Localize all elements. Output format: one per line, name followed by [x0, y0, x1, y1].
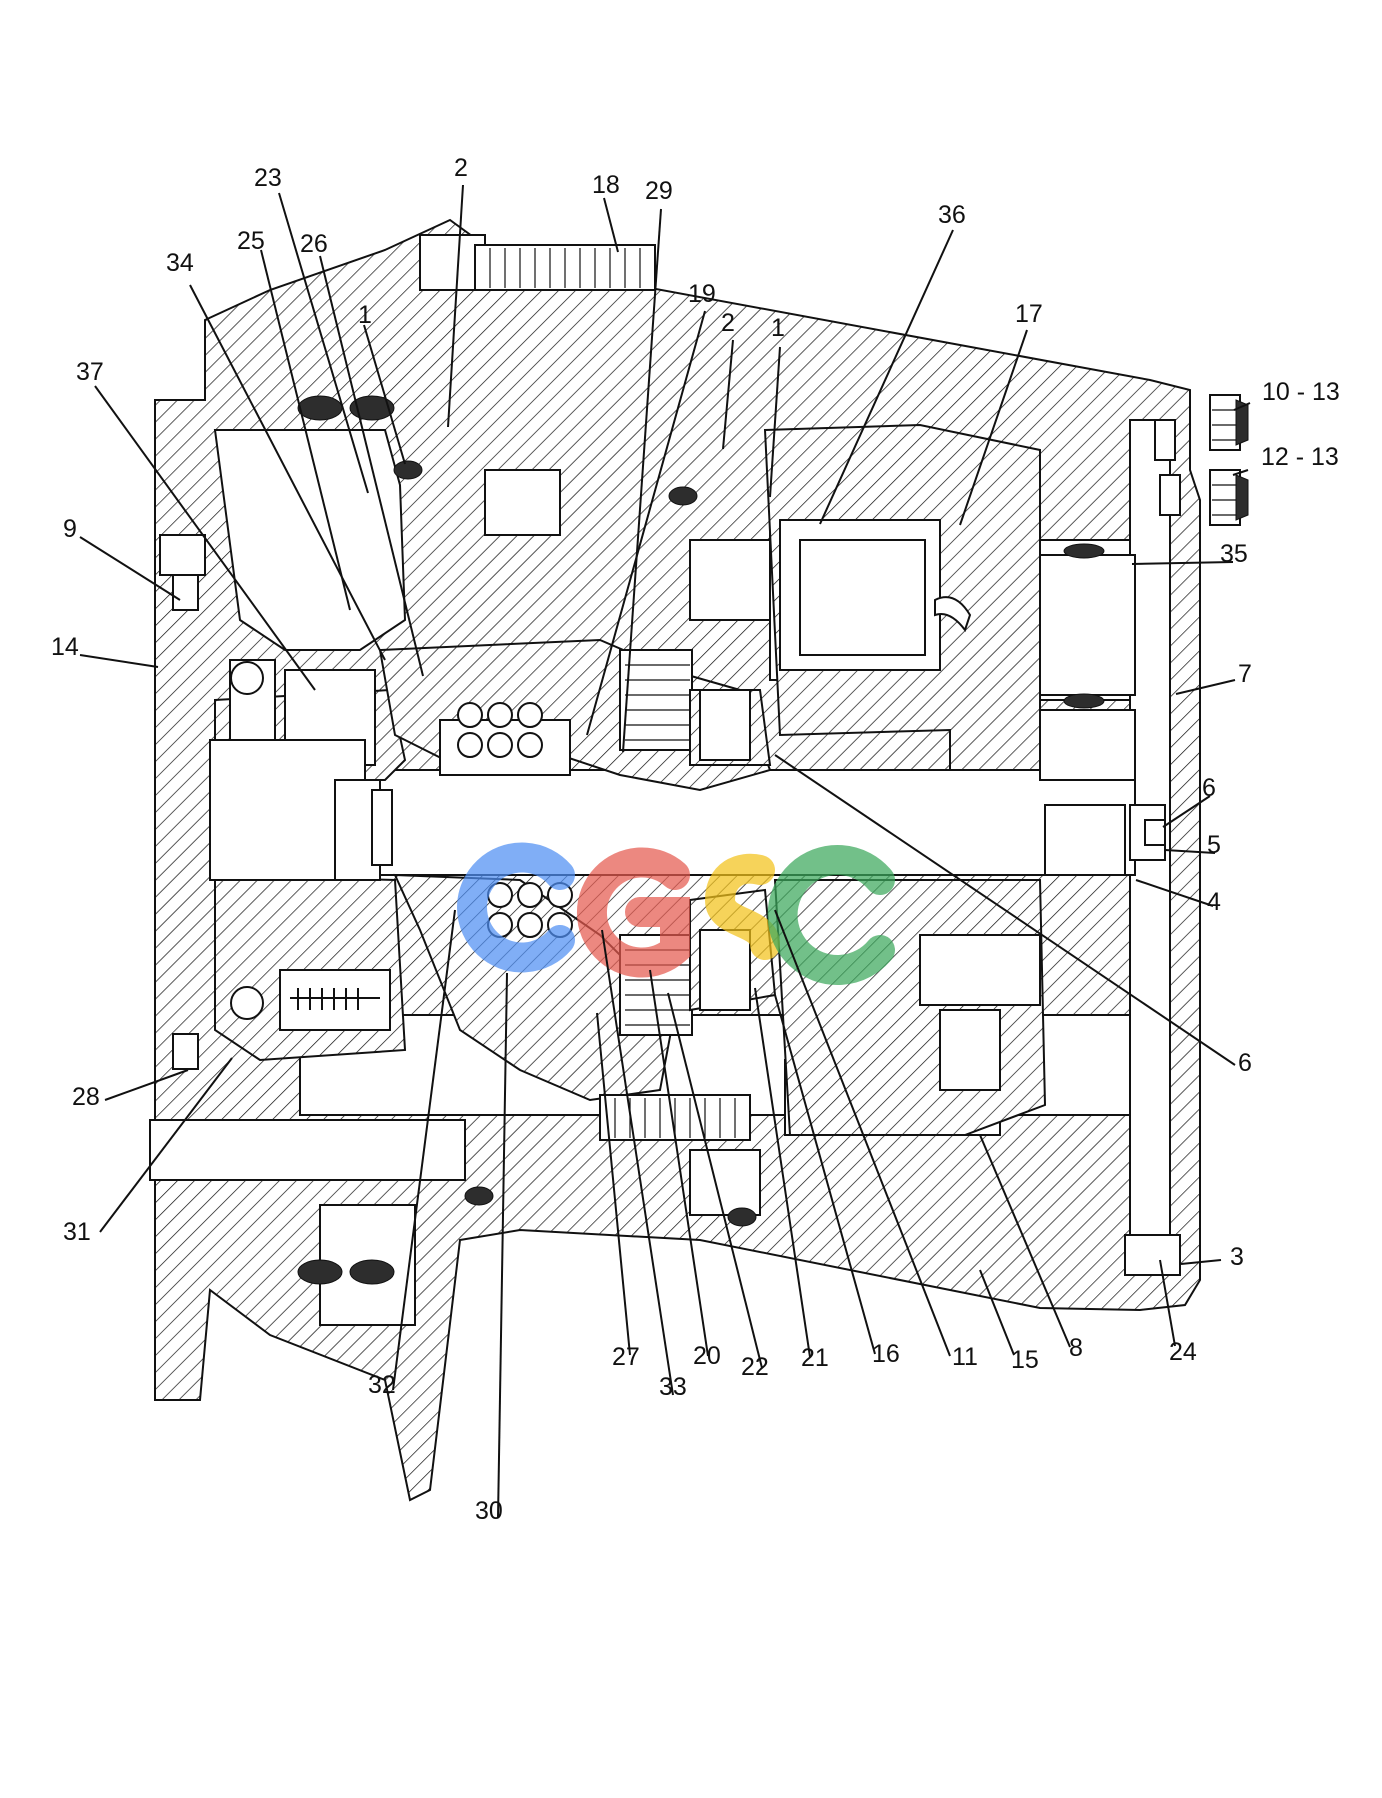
callout-8: 8	[1069, 1334, 1083, 1362]
callout-labels: 23 2 18 29 36 25 26 34 19 17 1 2 1 37 10…	[51, 154, 1340, 1525]
callout-1-left: 1	[358, 301, 372, 329]
callout-26: 26	[300, 230, 328, 258]
callout-16: 16	[872, 1340, 900, 1368]
callout-10-13: 10 - 13	[1262, 378, 1340, 406]
callout-12-13: 12 - 13	[1261, 443, 1339, 471]
callout-31: 31	[63, 1218, 91, 1246]
callout-2-right: 2	[721, 309, 735, 337]
leader-lines	[79, 184, 1251, 1519]
callout-27: 27	[612, 1343, 640, 1371]
callout-1-right: 1	[771, 314, 785, 342]
callout-22: 22	[741, 1353, 769, 1381]
left-bearing-assembly	[159, 534, 407, 1070]
callout-37: 37	[76, 358, 104, 386]
watermark-logo	[457, 842, 895, 985]
callout-7: 7	[1238, 660, 1252, 688]
callout-25: 25	[237, 227, 265, 255]
callout-23: 23	[254, 164, 282, 192]
callout-32: 32	[368, 1371, 396, 1399]
callout-3: 3	[1230, 1243, 1244, 1271]
callout-18: 18	[592, 171, 620, 199]
callout-20: 20	[693, 1342, 721, 1370]
callout-9: 9	[63, 515, 77, 543]
top-bolt-and-fasteners	[419, 234, 1249, 1141]
callout-19: 19	[688, 280, 716, 308]
callout-34: 34	[166, 249, 194, 277]
callout-15: 15	[1011, 1346, 1039, 1374]
callout-17: 17	[1015, 300, 1043, 328]
callout-36: 36	[938, 201, 966, 229]
callout-11: 11	[952, 1343, 978, 1371]
callout-5: 5	[1207, 831, 1221, 859]
callout-2-top: 2	[454, 154, 468, 182]
callout-14: 14	[51, 633, 79, 661]
callout-4: 4	[1207, 888, 1221, 916]
callout-21: 21	[801, 1344, 829, 1372]
callout-6-top: 6	[1202, 774, 1216, 802]
callout-24: 24	[1169, 1338, 1197, 1366]
callout-28: 28	[72, 1083, 100, 1111]
callout-30: 30	[475, 1497, 503, 1525]
callout-33: 33	[659, 1373, 687, 1401]
dark-ring-details	[297, 395, 1105, 1285]
callout-29: 29	[645, 177, 673, 205]
callout-35: 35	[1220, 540, 1248, 568]
callout-6-bottom: 6	[1238, 1049, 1252, 1077]
